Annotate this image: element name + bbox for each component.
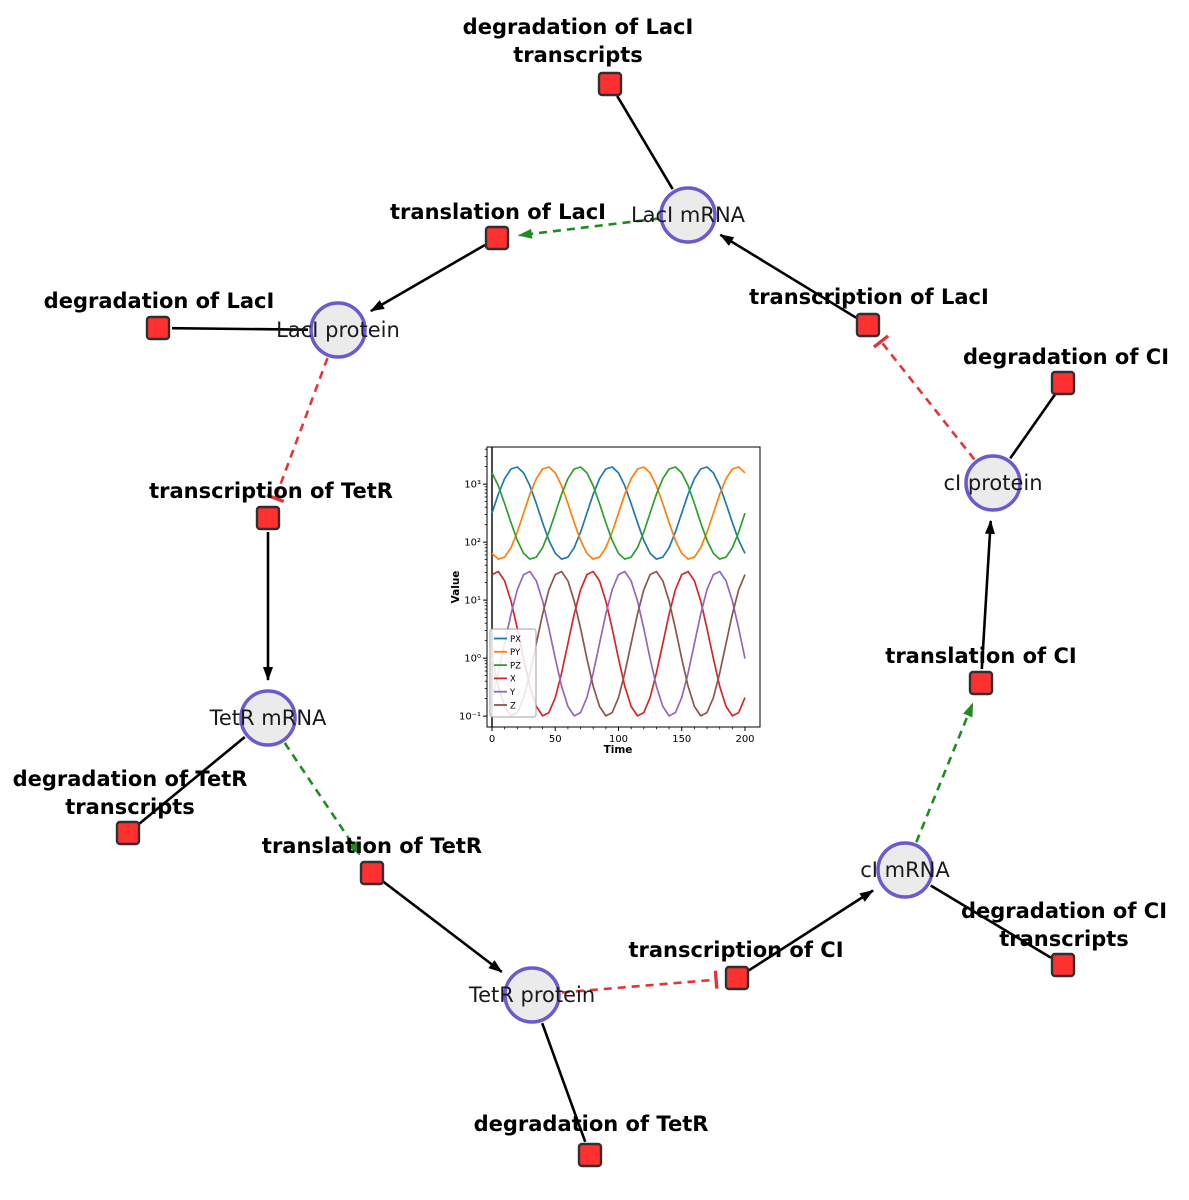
x-axis-label: Time	[604, 744, 633, 756]
reaction-node-deg_tetr[interactable]	[577, 1142, 603, 1168]
edge-modifier-ci_mrna-transl_ci	[915, 702, 974, 843]
x-tick-label: 50	[549, 734, 562, 745]
series-line-PY	[491, 466, 746, 560]
reaction-node-tx_laci[interactable]	[855, 312, 881, 338]
species-label-tetr_protein: TetR protein	[468, 983, 595, 1007]
reaction-label-deg_laci_tx: transcripts	[513, 43, 643, 67]
x-tick-label: 0	[489, 734, 495, 745]
y-tick-label: 10⁰	[464, 654, 481, 665]
x-tick-label: 100	[609, 734, 628, 745]
x-tick-label: 150	[672, 734, 691, 745]
edge-consumption-tetr_mrna-deg_tetr_tx	[137, 735, 246, 826]
legend-label-PY: PY	[510, 648, 521, 658]
legend-label-PX: PX	[510, 635, 521, 645]
legend-label-Z: Z	[510, 701, 516, 711]
reaction-node-transl_laci[interactable]	[484, 225, 510, 251]
reaction-label-deg_tetr: degradation of TetR	[474, 1112, 709, 1136]
species-node-laci_protein[interactable]	[309, 301, 367, 359]
species-node-ci_mrna[interactable]	[876, 841, 934, 899]
reaction-label-transl_tetr: translation of TetR	[262, 834, 482, 858]
series-line-PX	[491, 466, 746, 560]
species-label-laci_mrna: LacI mRNA	[631, 203, 746, 227]
reaction-label-deg_ci: degradation of CI	[963, 345, 1169, 369]
nodes-layer	[115, 71, 1076, 1168]
reaction-label-deg_ci_tx: transcripts	[999, 927, 1129, 951]
edge-production-tx_ci-ci_mrna	[748, 889, 874, 972]
edge-consumption-laci_protein-deg_laci	[171, 326, 309, 331]
species-label-ci_protein: cI protein	[943, 471, 1042, 495]
species-node-tetr_protein[interactable]	[503, 966, 561, 1024]
legend-label-Y: Y	[509, 688, 516, 698]
edge-inhibition-laci_protein-tx_tetr	[266, 357, 329, 504]
reaction-label-transl_laci: translation of LacI	[390, 200, 606, 224]
edge-inhibition-ci_protein-tx_laci	[872, 334, 976, 461]
edge-production-transl_ci-ci_protein	[980, 519, 995, 670]
x-tick-label: 200	[735, 734, 754, 745]
edge-consumption-tetr_protein-deg_tetr	[540, 1022, 587, 1143]
y-tick-label: 10³	[464, 480, 481, 491]
reaction-node-tx_tetr[interactable]	[255, 505, 281, 531]
species-label-ci_mrna: cI mRNA	[860, 858, 950, 882]
reaction-label-deg_laci: degradation of LacI	[44, 289, 275, 313]
edge-production-transl_tetr-tetr_protein	[382, 880, 503, 974]
species-node-laci_mrna[interactable]	[659, 186, 717, 244]
reaction-node-transl_ci[interactable]	[968, 670, 994, 696]
species-node-ci_protein[interactable]	[964, 454, 1022, 512]
edge-consumption-ci_protein-deg_ci	[1009, 393, 1057, 460]
series-line-Y	[491, 570, 746, 717]
legend-label-PZ: PZ	[510, 661, 521, 671]
series-line-PZ	[491, 466, 746, 560]
species-label-tetr_mrna: TetR mRNA	[209, 706, 327, 730]
edge-consumption-laci_mrna-deg_laci_tx	[616, 95, 674, 190]
reaction-node-deg_ci_tx[interactable]	[1050, 952, 1076, 978]
edge-inhibition-tetr_protein-tx_ci	[561, 970, 719, 994]
reaction-label-deg_laci_tx: degradation of LacI	[463, 15, 694, 39]
reaction-node-deg_laci_tx[interactable]	[597, 71, 623, 97]
plot-frame	[486, 446, 761, 728]
y-tick-label: 10⁻¹	[459, 712, 481, 723]
species-label-laci_protein: LacI protein	[276, 318, 400, 342]
edges-layer	[137, 95, 1057, 1143]
reaction-label-tx_tetr: transcription of TetR	[149, 479, 393, 503]
reaction-label-deg_tetr_tx: degradation of TetR	[13, 767, 248, 791]
reaction-node-deg_tetr_tx[interactable]	[115, 820, 141, 846]
reaction-label-deg_tetr_tx: transcripts	[65, 795, 195, 819]
y-tick-label: 10¹	[464, 596, 481, 607]
edge-production-transl_laci-laci_protein	[370, 243, 486, 313]
legend-label-X: X	[510, 675, 516, 685]
y-tick-label: 10²	[464, 538, 481, 549]
reaction-node-transl_tetr[interactable]	[359, 860, 385, 886]
edge-consumption-ci_mrna-deg_ci_tx	[930, 884, 1052, 959]
reaction-label-tx_ci: transcription of CI	[628, 938, 843, 962]
y-axis-label: Value	[450, 571, 462, 604]
edge-modifier-laci_mrna-transl_laci	[517, 217, 659, 239]
reaction-node-deg_laci[interactable]	[145, 315, 171, 341]
reaction-node-tx_ci[interactable]	[724, 965, 750, 991]
reaction-label-tx_laci: transcription of LacI	[749, 285, 989, 309]
edge-modifier-tetr_mrna-transl_tetr	[283, 742, 361, 856]
reaction-label-transl_ci: translation of CI	[885, 644, 1076, 668]
edge-production-tx_laci-laci_mrna	[719, 233, 857, 319]
reaction-label-deg_ci_tx: degradation of CI	[961, 899, 1167, 923]
labels-layer: degradation of LacI transcripts translatio…	[13, 15, 1169, 1136]
reaction-node-deg_ci[interactable]	[1050, 370, 1076, 396]
species-node-tetr_mrna[interactable]	[239, 689, 297, 747]
